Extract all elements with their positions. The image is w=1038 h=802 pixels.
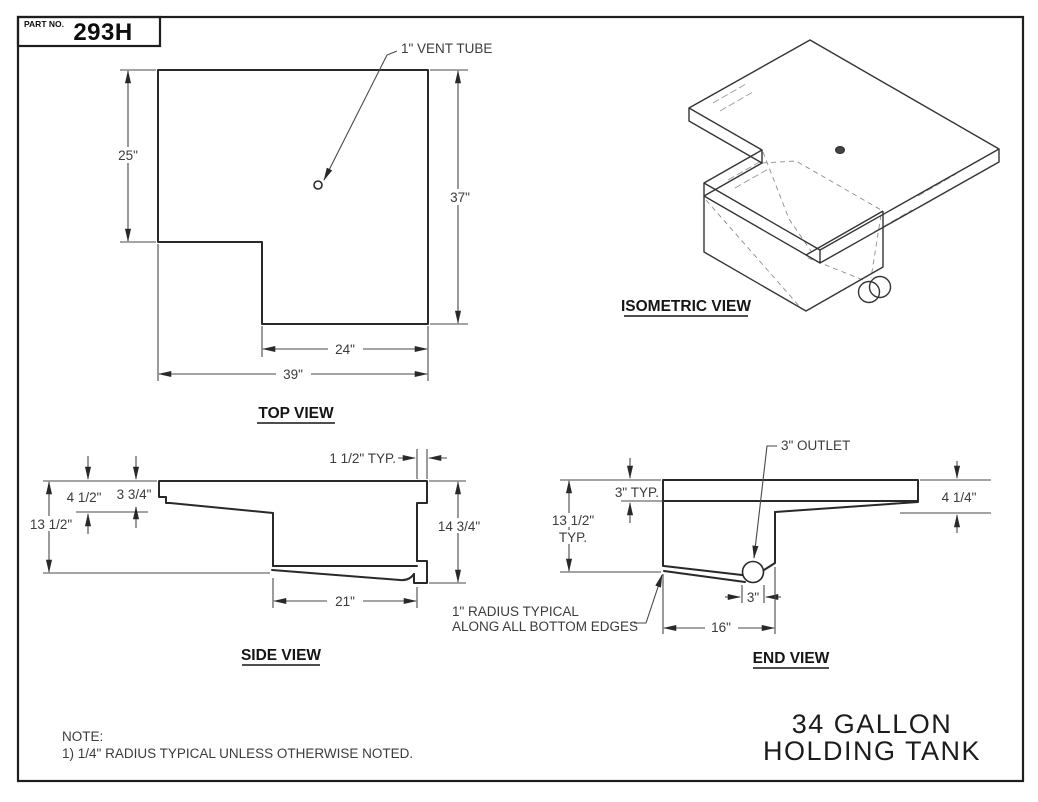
dim-4-1-4: 4 1/4" (942, 490, 977, 505)
iso-slab-sides (688, 108, 1000, 264)
drawing-title: 34 GALLON HOLDING TANK (763, 709, 981, 766)
outlet-callout: 3" OUTLET (781, 438, 850, 453)
note-body: 1) 1/4" RADIUS TYPICAL UNLESS OTHERWISE … (62, 746, 413, 761)
end-sump (663, 511, 776, 583)
end-view: 13 1/2" TYP. 3" TYP. 4 1/4" 3" 16" 3" O (452, 438, 991, 669)
top-view-dimensions: 25" 37" 24" 39" (112, 69, 476, 382)
dim-4-1-2: 4 1/2" (67, 490, 102, 505)
hidden-slope-b (870, 214, 882, 279)
general-note: NOTE: 1) 1/4" RADIUS TYPICAL UNLESS OTHE… (62, 729, 413, 761)
part-number-box (16, 15, 162, 48)
top-view-label: TOP VIEW (258, 405, 334, 422)
side-view-dimensions: 13 1/2" 4 1/2" 3 3/4" 1 1/2" TYP. 14 3/4… (26, 449, 485, 609)
dim-13-1-2: 13 1/2" (30, 517, 73, 532)
end-view-label: END VIEW (753, 650, 830, 667)
dim-25: 25" (118, 148, 138, 163)
hidden-sump-edge (762, 151, 812, 252)
isometric-view: ISOMETRIC VIEW (621, 39, 1000, 317)
vent-leader-line (323, 50, 398, 181)
vent-tube-hole (313, 180, 323, 190)
radius-note-line1: 1" RADIUS TYPICAL (452, 604, 579, 619)
iso-vent-hole (835, 146, 845, 154)
note-heading: NOTE: (62, 729, 103, 744)
radius-note-line2: ALONG ALL BOTTOM EDGES (452, 619, 638, 634)
top-view: 1" VENT TUBE 25" 37" 24" 39" TOP VIEW (112, 41, 492, 424)
dim-3-typ: 3" TYP. (615, 485, 659, 500)
iso-outlet-front (868, 275, 892, 299)
dim-14-3-4: 14 3/4" (438, 519, 481, 534)
dim-37: 37" (450, 190, 470, 205)
dim-16: 16" (711, 620, 731, 635)
title-block: PART NO. 293H (16, 15, 1025, 783)
side-profile-upper (158, 480, 428, 567)
iso-sump (703, 196, 884, 312)
dim-21: 21" (335, 594, 355, 609)
isometric-view-label: ISOMETRIC VIEW (621, 298, 751, 315)
dim-24: 24" (335, 342, 355, 357)
hidden-back-edge (761, 160, 884, 212)
dim-13-1-2-typ: 13 1/2" (552, 513, 595, 528)
side-view: 13 1/2" 4 1/2" 3 3/4" 1 1/2" TYP. 14 3/4… (26, 449, 485, 666)
vent-callout: 1" VENT TUBE (401, 41, 492, 56)
side-view-label: SIDE VIEW (241, 647, 321, 664)
part-label: PART NO. (24, 19, 64, 29)
dim-3-outlet-width: 3" (747, 590, 760, 605)
end-bottom-slope (774, 501, 919, 513)
end-profile-tray (662, 479, 919, 567)
part-number: 293H (73, 19, 132, 46)
radius-leader-line (634, 574, 663, 624)
iso-top-face (688, 39, 1000, 251)
dim-3-3-4: 3 3/4" (117, 487, 152, 502)
dim-lip-typ: 1 1/2" TYP. (329, 451, 396, 466)
title-line1: 34 GALLON (792, 709, 953, 739)
hidden-slope-left (705, 199, 801, 308)
side-floor-outer (271, 569, 415, 582)
end-view-dimensions: 13 1/2" TYP. 3" TYP. 4 1/4" 3" 16" (548, 458, 991, 635)
side-profile-lip (413, 560, 428, 584)
dim-typ-suffix: TYP. (559, 530, 587, 545)
page-border (16, 15, 1025, 783)
dim-39: 39" (283, 367, 303, 382)
outlet-leader-line (752, 445, 777, 559)
iso-outlet-back (857, 280, 881, 304)
top-view-outline (157, 69, 429, 325)
title-line2: HOLDING TANK (763, 736, 981, 766)
outlet-circle (741, 560, 765, 584)
